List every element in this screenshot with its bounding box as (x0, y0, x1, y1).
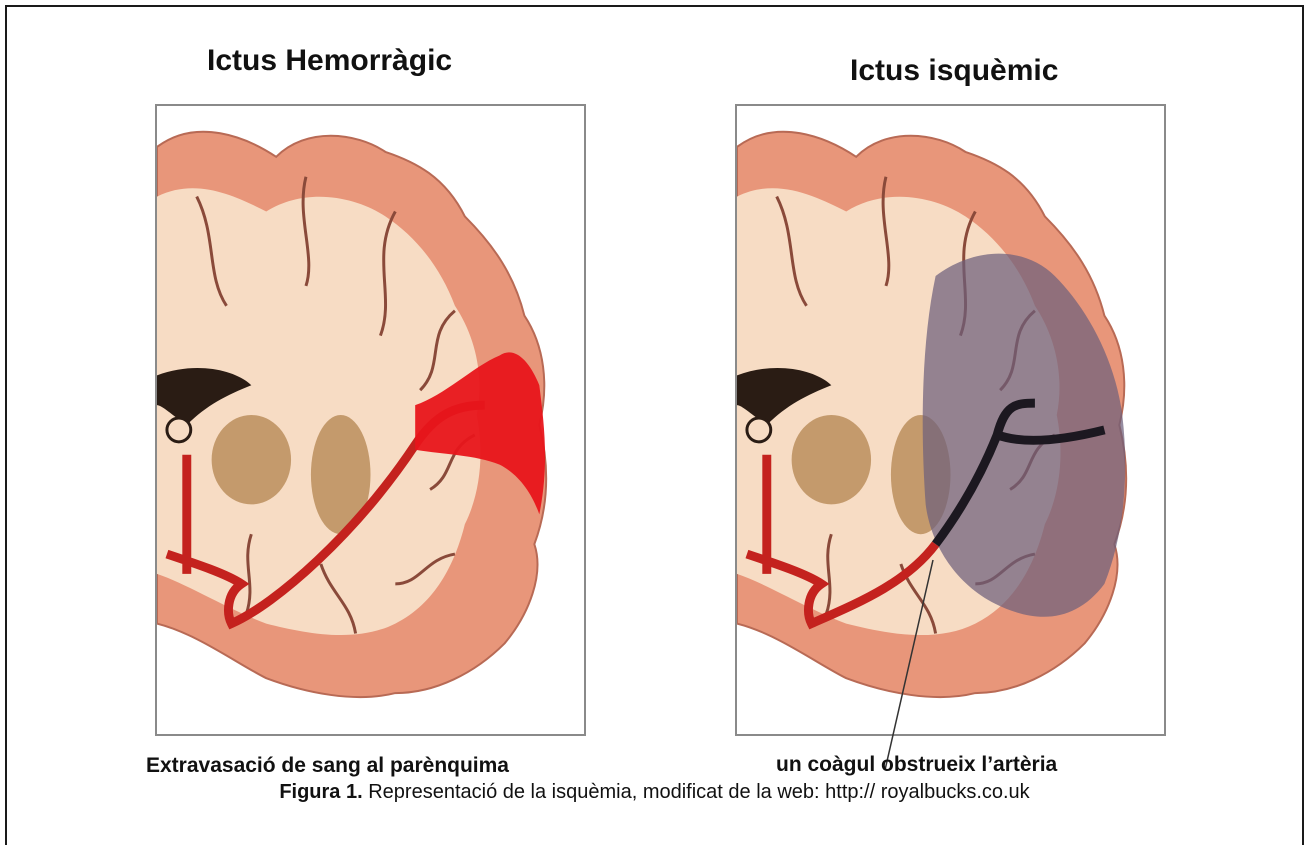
figure-caption-text: Representació de la isquèmia, modificat … (363, 781, 1030, 803)
ischemic-caption: un coàgul obstrueix l’artèria (776, 753, 1057, 777)
figure-label: Figura 1. (279, 781, 362, 803)
hemorrhagic-caption: Extravasació de sang al parènquima (146, 754, 509, 778)
figure-caption: Figura 1. Representació de la isquèmia, … (0, 781, 1309, 804)
